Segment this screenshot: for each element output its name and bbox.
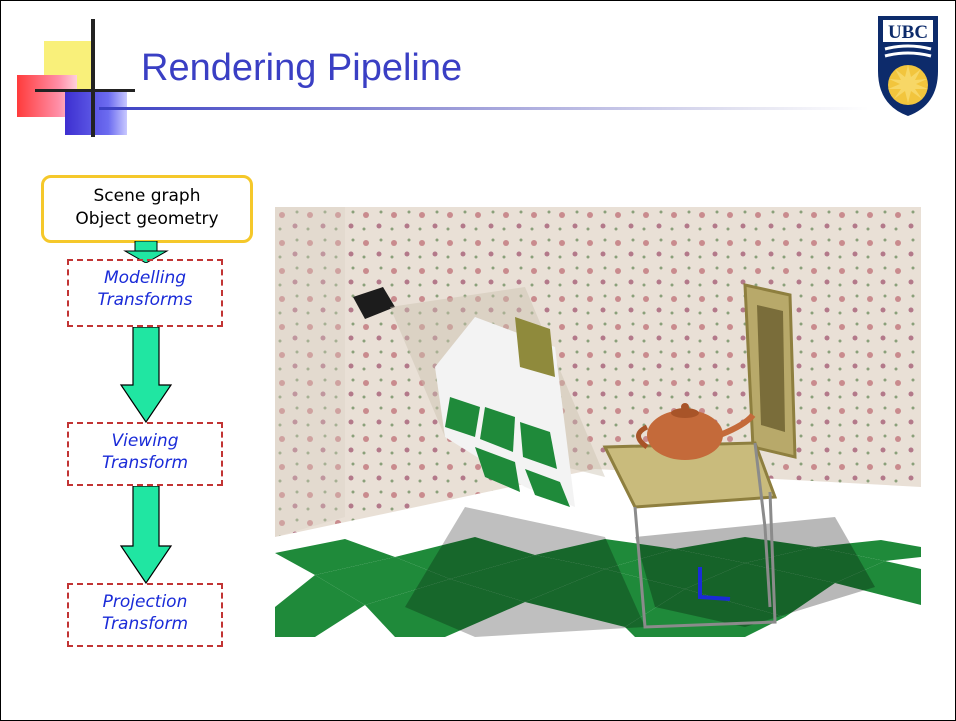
stage-label-line1: Modelling bbox=[103, 268, 187, 288]
arrow-down-icon bbox=[119, 486, 173, 584]
decor-blue-square bbox=[65, 89, 127, 135]
scene-box-line1: Scene graph bbox=[93, 186, 201, 206]
stage-label-line1: Projection bbox=[102, 592, 188, 612]
stage-label-line2: Transform bbox=[101, 614, 189, 634]
projection-transform-box: Projection Transform bbox=[67, 583, 223, 647]
modelling-transforms-box: Modelling Transforms bbox=[67, 259, 223, 327]
slide-title: Rendering Pipeline bbox=[141, 47, 463, 89]
rendered-scene-image bbox=[275, 207, 921, 637]
ubc-logo-icon: UBC bbox=[878, 16, 938, 116]
decor-vertical-line bbox=[91, 19, 95, 137]
arrow-down-icon bbox=[119, 327, 173, 423]
title-underline bbox=[99, 107, 869, 110]
viewing-transform-box: Viewing Transform bbox=[67, 422, 223, 486]
arrow-down-icon bbox=[123, 241, 169, 263]
3d-scene-teapot-chair-icon bbox=[275, 207, 921, 637]
logo-text: UBC bbox=[888, 22, 928, 43]
scene-box-line2: Object geometry bbox=[75, 209, 219, 229]
scene-graph-box: Scene graph Object geometry bbox=[41, 175, 253, 243]
decor-horizontal-line bbox=[35, 89, 135, 92]
stage-label-line2: Transform bbox=[101, 453, 189, 473]
stage-label-line1: Viewing bbox=[111, 431, 179, 451]
stage-label-line2: Transforms bbox=[97, 290, 193, 310]
